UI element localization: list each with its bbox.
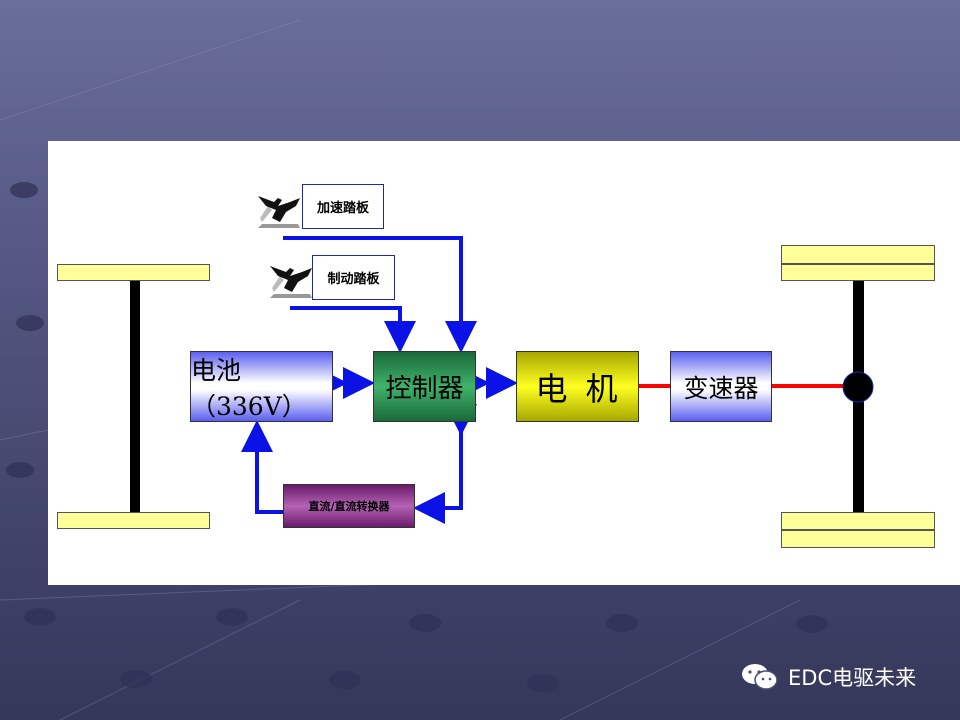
accel-signal-line [283, 236, 477, 353]
front-right-wheel-outer [781, 245, 935, 264]
accel-pedal-label: 加速踏板 [302, 184, 384, 229]
watermark-text: EDC电驱未来 [788, 666, 917, 690]
dcdc-converter-box: 直流/直流转换器 [283, 484, 415, 528]
dcdc-battery-link [241, 420, 283, 514]
brake-pedal-label: 制动踏板 [312, 255, 395, 300]
brake-signal-line [290, 306, 416, 353]
front-left-wheel [57, 264, 210, 281]
differential [842, 371, 874, 403]
motor-box: 电机 [516, 351, 639, 422]
rear-left-wheel [57, 512, 210, 529]
rear-right-wheel-inner [781, 512, 935, 530]
watermark: EDC电驱未来 [740, 660, 916, 694]
controller-dcdc-link [413, 404, 477, 524]
battery-box: 电池（336V） [190, 351, 333, 422]
brake-pedal-foot-icon [270, 266, 312, 298]
controller-box: 控制器 [373, 351, 476, 422]
wechat-icon [742, 664, 778, 690]
accel-pedal-foot-icon [258, 196, 300, 228]
left-axle [130, 281, 140, 513]
gearbox-box: 变速器 [670, 351, 772, 422]
front-right-wheel-inner [781, 264, 935, 281]
rear-right-wheel-outer [781, 530, 935, 548]
